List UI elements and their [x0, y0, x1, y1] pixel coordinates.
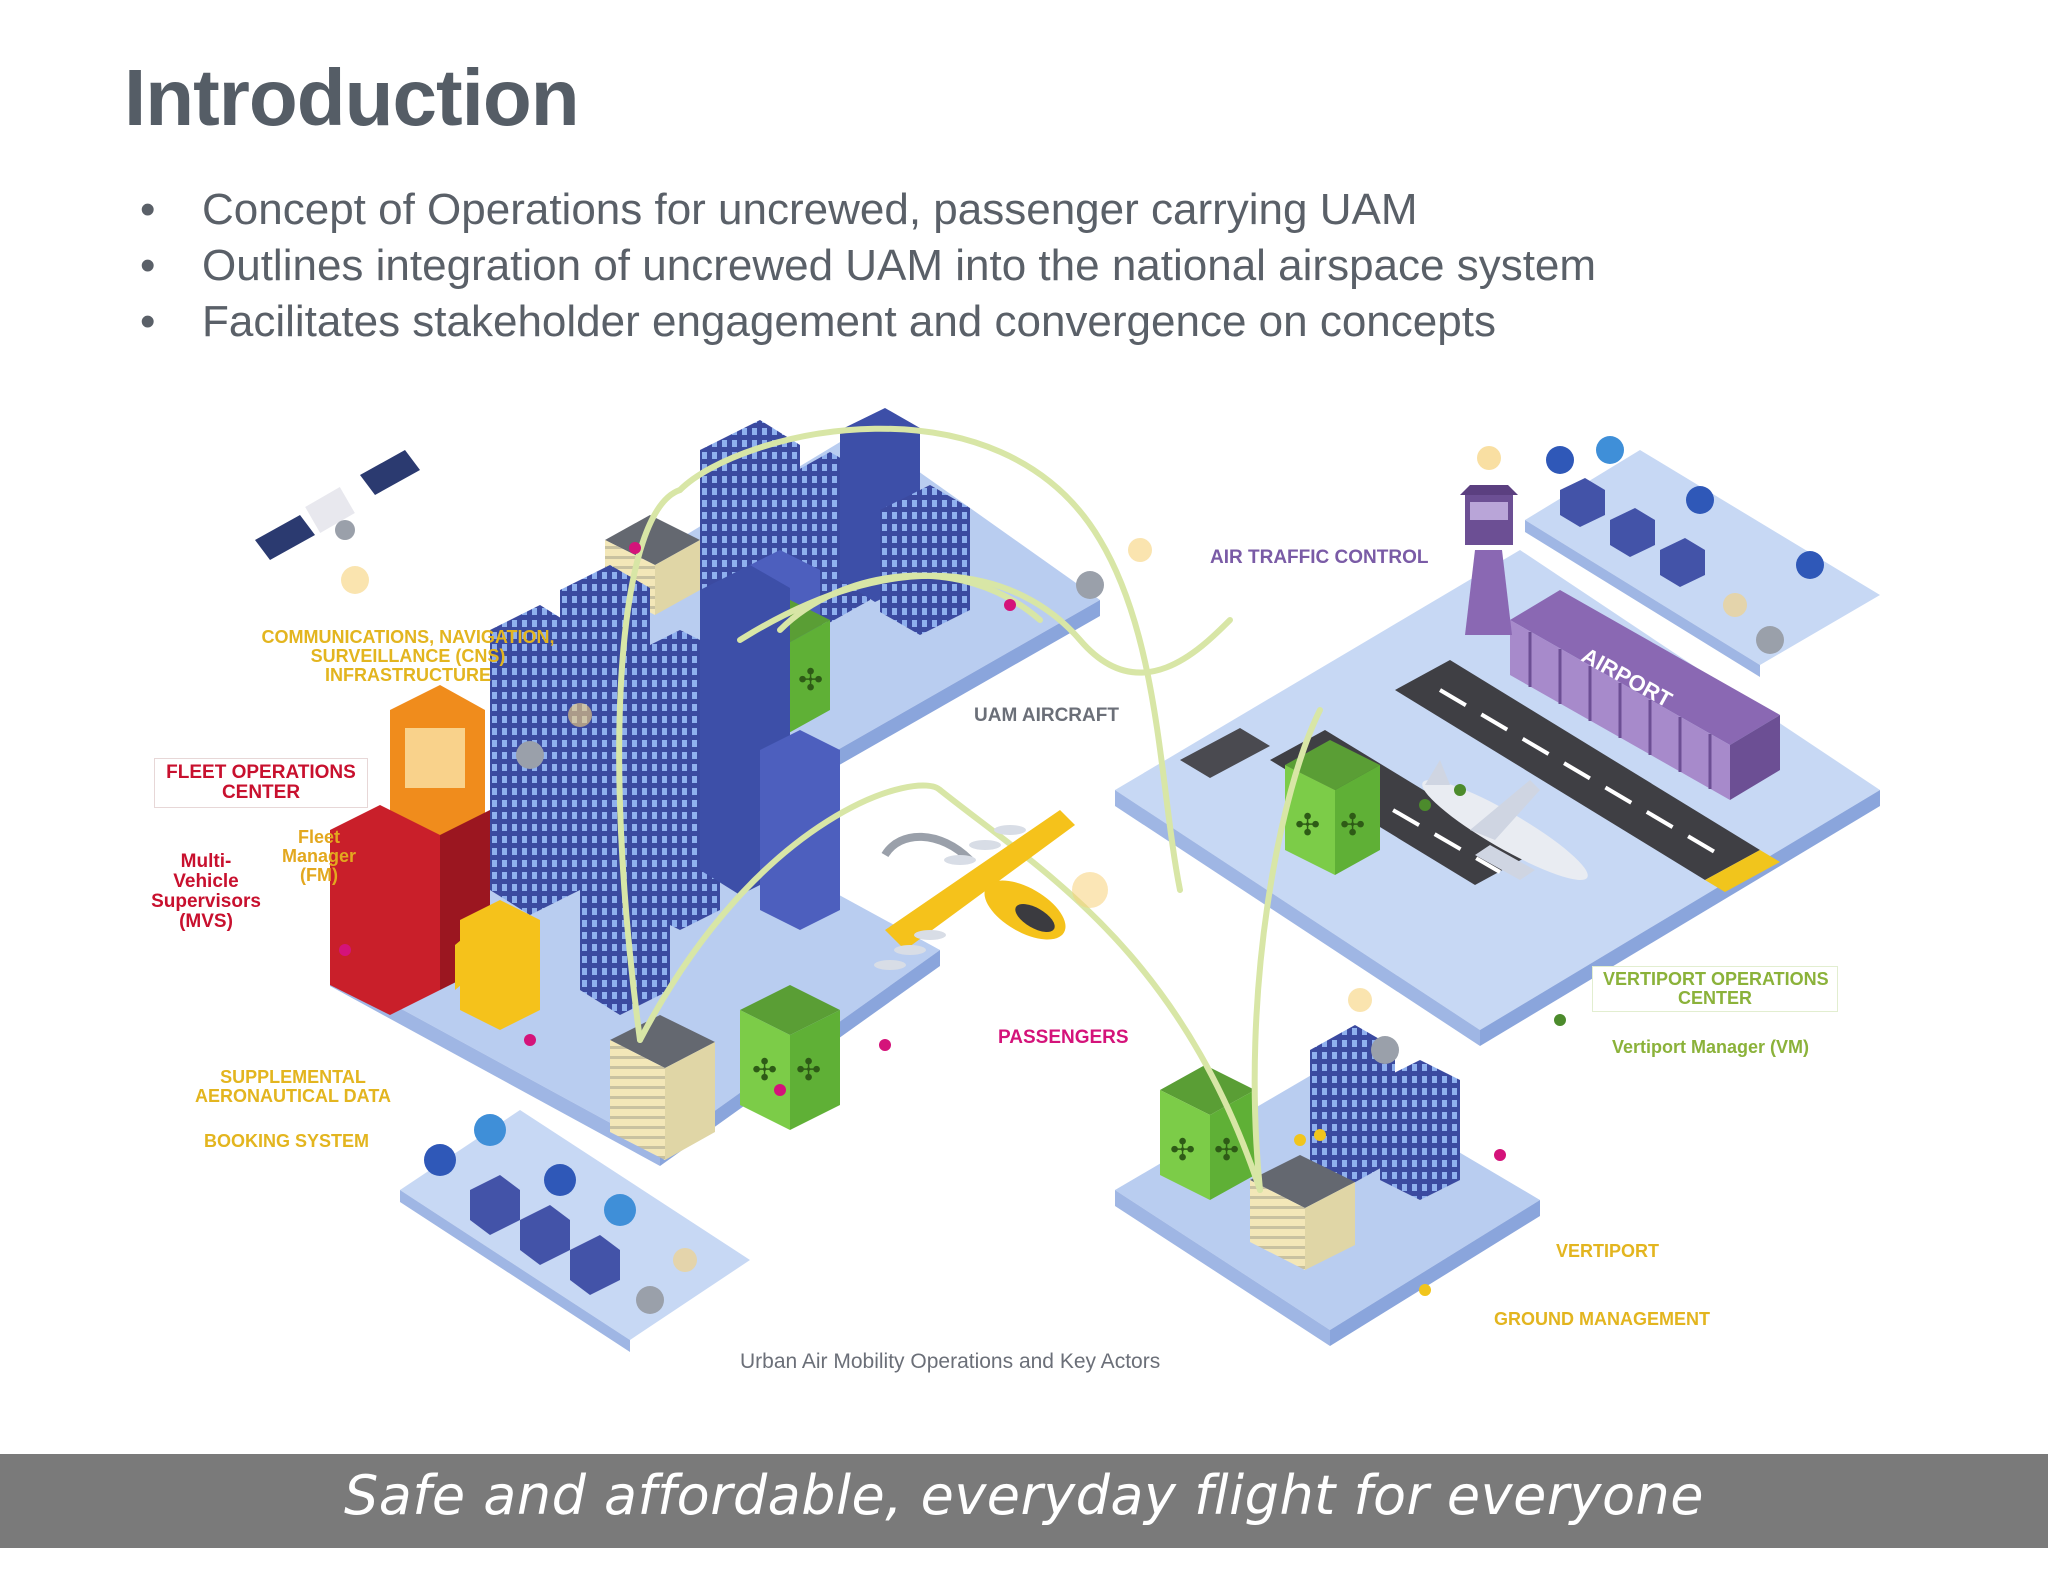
antenna-icons [516, 538, 1784, 1314]
bullet-item: Concept of Operations for uncrewed, pass… [140, 182, 1596, 238]
label-supplemental-data: SUPPLEMENTAL AERONAUTICAL DATA [195, 1067, 391, 1106]
platform-houses-left [400, 1110, 750, 1352]
label-vertiport-manager: Vertiport Manager (VM) [1612, 1037, 1810, 1057]
label-mvs: Multi- Vehicle Supervisors (MVS) [151, 851, 261, 932]
buildings-left [490, 565, 840, 1015]
svg-text:✣: ✣ [1340, 808, 1365, 843]
green-building-airport: ✣ ✣ [1285, 740, 1380, 875]
svg-text:✣: ✣ [752, 1053, 777, 1088]
atc-tower [1460, 446, 1518, 635]
label-booking-system: BOOKING SYSTEM [204, 1131, 370, 1151]
houses-left [424, 1114, 636, 1295]
svg-text:✣: ✣ [796, 1053, 821, 1088]
satellite-icon [255, 450, 420, 594]
vertiport-ops-center-box: VERTIPORT OPERATIONS CENTER [1592, 966, 1838, 1012]
buildings-vertiport: ✣ ✣ [1160, 1025, 1460, 1270]
label-passengers: PASSENGERS [998, 1027, 1129, 1048]
label-fleet-ops: FLEET OPERATIONS [166, 762, 356, 783]
svg-text:✣: ✣ [1295, 808, 1320, 843]
footer-bar: Safe and affordable, everyday flight for… [0, 1454, 2048, 1548]
flight-paths [616, 425, 1323, 1193]
footer-tagline: Safe and affordable, everyday flight for… [344, 1464, 1704, 1527]
label-air-traffic-control: AIR TRAFFIC CONTROL [1210, 547, 1429, 568]
slide-title: Introduction [124, 53, 580, 142]
label-vertiport-ops: VERTIPORT OPERATIONS [1603, 969, 1829, 989]
green-building-left: ✣ ✣ [740, 985, 840, 1130]
label-uam-aircraft: UAM AIRCRAFT [974, 705, 1119, 726]
uam-illustration: AIRPORT ✣ ✣ [255, 408, 1880, 1352]
bullet-item: Outlines integration of uncrewed UAM int… [140, 238, 1596, 294]
airliner [1422, 760, 1588, 880]
svg-text:✣: ✣ [1170, 1133, 1195, 1168]
bullet-list: Concept of Operations for uncrewed, pass… [140, 182, 1596, 350]
airport-terminal: AIRPORT [1510, 590, 1780, 800]
svg-text:✣: ✣ [1214, 1133, 1239, 1168]
rooftop-pad-left [610, 1015, 715, 1160]
label-cns: COMMUNICATIONS, NAVIGATION, SURVEILLANCE… [261, 627, 555, 685]
label-fleet-ops-center: CENTER [221, 781, 301, 803]
svg-text:✣: ✣ [798, 663, 823, 698]
people [339, 542, 1566, 1296]
fleet-ops-buildings [330, 685, 540, 1030]
label-vertiport-ops-center: CENTER [1677, 987, 1752, 1008]
figure-caption: Urban Air Mobility Operations and Key Ac… [740, 1350, 1161, 1373]
houses-right [1546, 436, 1824, 587]
label-ground-management: GROUND MANAGEMENT [1494, 1309, 1710, 1329]
fleet-ops-center-box: FLEET OPERATIONS CENTER [154, 758, 368, 808]
uam-aircraft-illustration [874, 810, 1108, 970]
label-vertiport: VERTIPORT [1556, 1241, 1660, 1261]
label-fleet-manager: Fleet Manager (FM) [281, 827, 357, 885]
bullet-item: Facilitates stakeholder engagement and c… [140, 294, 1596, 350]
